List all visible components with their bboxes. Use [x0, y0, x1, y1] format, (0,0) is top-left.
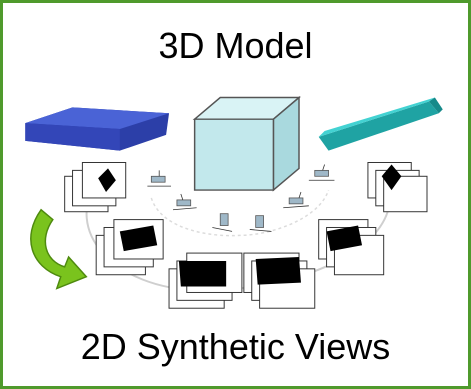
- teal-beam-model-icon: [318, 97, 443, 151]
- view-stack-right-2: [318, 219, 385, 276]
- camera-pose-4: [249, 215, 272, 232]
- camera-pose-6: [308, 164, 335, 181]
- view-stack-bottom-right: [243, 252, 316, 309]
- camera-pose-glyphs: [147, 164, 335, 232]
- cube-model-icon: [192, 95, 302, 192]
- camera-pose-1: [147, 170, 172, 187]
- view-silhouette: [326, 225, 363, 252]
- green-curved-arrow-icon: [30, 208, 88, 290]
- diagram-artwork: [25, 95, 443, 309]
- view-stack-left-1: [64, 162, 127, 213]
- camera-pose-2: [172, 193, 197, 211]
- blue-plate-model-icon: [25, 107, 170, 151]
- view-silhouette: [255, 257, 301, 285]
- diagram-title: 3D Model: [158, 25, 313, 66]
- view-silhouette: [178, 260, 227, 287]
- view-stack-right-1: [367, 162, 428, 213]
- diagram-subtitle: 2D Synthetic Views: [80, 326, 391, 367]
- camera-pose-3: [212, 213, 233, 232]
- view-stack-bottom-left: [168, 252, 243, 309]
- view-stack-left-2: [95, 219, 164, 276]
- view-silhouette: [381, 164, 402, 191]
- inner-view-ring: [150, 189, 330, 237]
- camera-pose-5: [283, 191, 309, 209]
- view-silhouette: [98, 168, 116, 193]
- view-silhouette: [119, 225, 158, 252]
